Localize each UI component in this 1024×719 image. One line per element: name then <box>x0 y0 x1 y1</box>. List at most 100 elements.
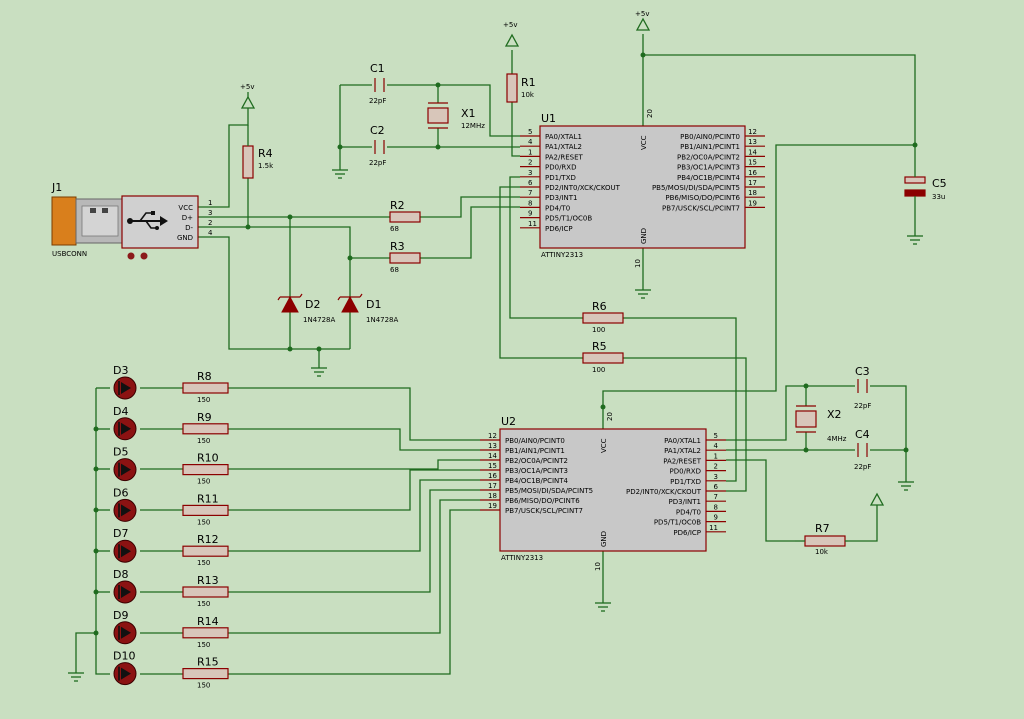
pin-label: PD5/T1/OC0B <box>545 215 592 223</box>
crystal-x1: X1 12MHz <box>427 102 485 130</box>
svg-text:10: 10 <box>634 259 642 268</box>
junction-dots <box>93 52 918 636</box>
j1-pin-number: 4 <box>208 229 213 237</box>
resistor-r4: R4 1.5k <box>242 125 274 179</box>
pin-number: 11 <box>709 524 718 532</box>
svg-text:1.5k: 1.5k <box>258 162 274 170</box>
ground-icon-c5 <box>907 235 923 245</box>
pin-label: PA1/XTAL2 <box>545 143 582 151</box>
pin-label: PB0/AIN0/PCINT0 <box>505 437 565 445</box>
svg-text:R3: R3 <box>390 240 405 253</box>
pin-label: PD0/RXD <box>545 164 576 172</box>
svg-text:R5: R5 <box>592 340 607 353</box>
led-row: D6 R11 150 <box>113 486 229 526</box>
svg-text:X2: X2 <box>827 408 842 421</box>
diode-icon <box>121 626 131 639</box>
svg-text:R7: R7 <box>815 522 830 535</box>
svg-text:100: 100 <box>592 366 605 374</box>
pin-label: PB3/OC1A/PCINT3 <box>505 467 568 475</box>
resistor-r3: R3 68 <box>389 240 421 274</box>
power-label: +5v <box>240 83 254 91</box>
capacitor-c5: C5 33u <box>904 172 947 203</box>
j1-ref: J1 <box>51 181 62 194</box>
wires <box>75 34 916 675</box>
svg-text:GND: GND <box>600 531 608 547</box>
svg-text:ATTINY2313: ATTINY2313 <box>501 554 543 562</box>
resistor-ref: R11 <box>197 492 219 505</box>
ground-icon-u2 <box>595 602 611 612</box>
resistor-value: 150 <box>197 518 210 526</box>
svg-text:100: 100 <box>592 326 605 334</box>
pin-label: PD2/INT0/XCK/CKOUT <box>626 488 702 496</box>
resistor-icon <box>182 545 229 557</box>
diode-icon <box>121 545 131 558</box>
led-ref: D6 <box>113 486 128 499</box>
pin-label: PD4/T0 <box>676 508 701 516</box>
capacitor-c4: C4 22pF <box>854 428 871 471</box>
svg-text:R1: R1 <box>521 76 536 89</box>
svg-text:20: 20 <box>606 412 614 421</box>
pin-number: 9 <box>714 514 718 522</box>
svg-text:U1: U1 <box>541 112 556 125</box>
svg-text:U2: U2 <box>501 415 516 428</box>
j1-pin-number: 2 <box>208 219 212 227</box>
svg-text:10k: 10k <box>521 91 535 99</box>
pin-number: 7 <box>714 493 718 501</box>
svg-text:C5: C5 <box>932 177 947 190</box>
crystal-x2: X2 4MHz <box>795 405 847 443</box>
svg-text:22pF: 22pF <box>854 463 871 471</box>
led-indicator-icon <box>140 252 148 260</box>
resistor-value: 150 <box>197 682 210 690</box>
pin-number: 16 <box>488 472 497 480</box>
resistor-icon <box>182 504 229 516</box>
pin-label: PD6/ICP <box>545 225 573 233</box>
resistor-icon <box>182 423 229 435</box>
pin-number: 16 <box>748 169 757 177</box>
pin-number: 19 <box>488 502 497 510</box>
pin-label: PD6/ICP <box>673 529 701 537</box>
svg-text:68: 68 <box>390 225 399 233</box>
pin-number: 13 <box>748 138 757 146</box>
pin-label: PB0/AIN0/PCINT0 <box>680 133 740 141</box>
resistor-r6: R6 100 <box>582 300 624 334</box>
led-ref: D7 <box>113 527 128 540</box>
led-indicator-icon <box>127 252 135 260</box>
pin-label: PB2/OC0A/PCINT2 <box>505 457 568 465</box>
pin-number: 8 <box>528 199 532 207</box>
pin-label: PD3/INT1 <box>545 194 577 202</box>
pin-label: PB7/USCK/SCL/PCINT7 <box>505 507 583 515</box>
pin-label: PB6/MISO/DO/PCINT6 <box>665 194 740 202</box>
pin-label: PB3/OC1A/PCINT3 <box>677 164 740 172</box>
j1-pin-label: VCC <box>178 204 193 212</box>
ground-symbols <box>68 169 923 682</box>
svg-text:VCC: VCC <box>600 438 608 453</box>
pin-number: 18 <box>748 189 757 197</box>
resistor-value: 150 <box>197 396 210 404</box>
svg-text:D1: D1 <box>366 298 381 311</box>
chip-u1: U1 ATTINY2313 VCC GND 20 10 PA0/XTAL15PA… <box>520 109 765 268</box>
resistor-ref: R13 <box>197 574 219 587</box>
u2-right-pins: PA0/XTAL15PA1/XTAL24PA2/RESET1PD0/RXD2PD… <box>626 432 726 537</box>
pin-label: PD0/RXD <box>670 468 701 476</box>
resistor-icon <box>182 586 229 598</box>
vcc-arrow-u1 <box>635 17 651 31</box>
pin-number: 3 <box>714 473 718 481</box>
pin-number: 18 <box>488 492 497 500</box>
chip-u2: U2 ATTINY2313 VCC GND 20 10 PB0/AIN0/PCI… <box>480 412 726 571</box>
pin-number: 13 <box>488 442 497 450</box>
ground-icon-leds <box>68 672 84 682</box>
power-label: +5v <box>635 10 649 18</box>
pin-label: PB7/USCK/SCL/PCINT7 <box>662 204 740 212</box>
led-ref: D5 <box>113 446 128 459</box>
svg-text:X1: X1 <box>461 107 476 120</box>
svg-text:D2: D2 <box>305 298 320 311</box>
ground-icon-usb <box>311 367 327 377</box>
vcc-arrow-r7 <box>869 492 885 506</box>
u2-left-pins: PB0/AIN0/PCINT012PB1/AIN1/PCINT113PB2/OC… <box>480 432 593 515</box>
